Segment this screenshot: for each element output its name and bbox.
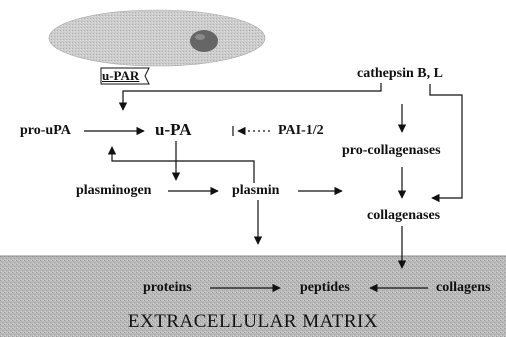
cell-body — [49, 10, 265, 66]
upa-label: u-PA — [155, 121, 192, 139]
collagenases-label: collagenases — [367, 208, 440, 224]
pro-collagenases-label: pro-collagenases — [342, 143, 441, 159]
cell-nucleus — [190, 30, 218, 52]
proteins-label: proteins — [143, 280, 192, 296]
plasmin-label: plasmin — [232, 183, 279, 199]
pro-upa-label: pro-uPA — [20, 123, 71, 139]
arrow-cathepsin-to-pro-upa — [123, 83, 381, 110]
u-par-label: u-PAR — [102, 68, 139, 84]
pai-label: PAI-1/2 — [278, 123, 324, 139]
collagens-label: collagens — [436, 280, 490, 296]
peptides-label: peptides — [300, 280, 350, 296]
cathepsin-label: cathepsin B, L — [357, 66, 443, 82]
arrow-cathepsin-to-collagenases — [430, 84, 462, 198]
plasminogen-label: plasminogen — [76, 183, 151, 199]
arrow-plasmin-to-upa — [112, 147, 254, 183]
extracellular-matrix-label: EXTRACELLULAR MATRIX — [0, 312, 506, 332]
